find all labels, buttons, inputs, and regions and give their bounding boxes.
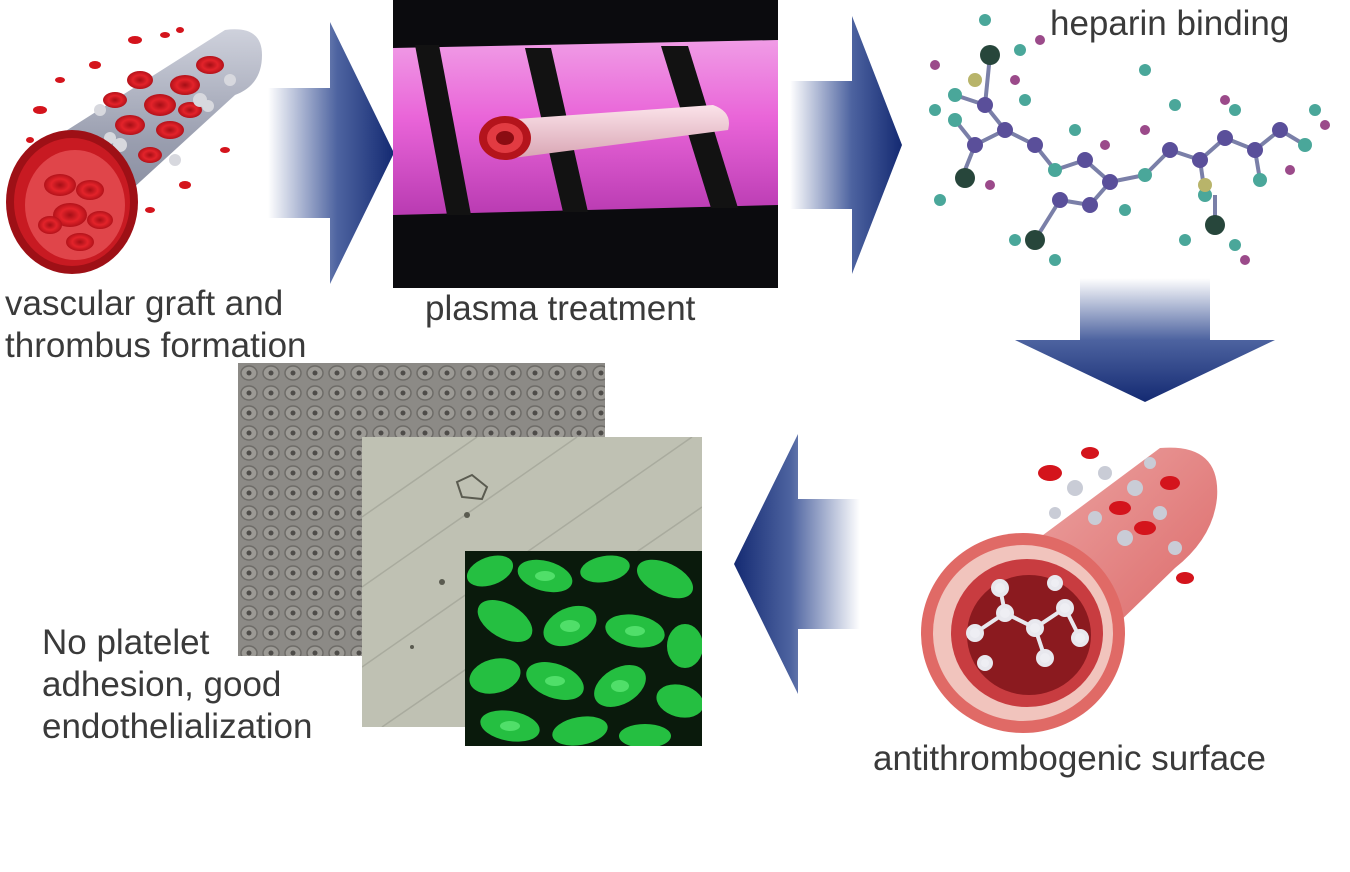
arrow-right-2 bbox=[790, 16, 902, 274]
arrow-left bbox=[734, 434, 860, 694]
arrow-right-1 bbox=[268, 22, 394, 284]
arrow-down bbox=[1015, 278, 1275, 402]
heparin-molecule-image bbox=[915, 10, 1345, 285]
antithrombogenic-surface-label: antithrombogenic surface bbox=[873, 739, 1266, 778]
vascular-graft-label-line1: vascular graft and bbox=[5, 284, 284, 323]
plasma-treatment-image bbox=[393, 0, 778, 288]
heparin-binding-label: heparin binding bbox=[1050, 4, 1290, 43]
result-label-line2: adhesion, good bbox=[42, 665, 282, 704]
endothelial-cells-fluorescence-image bbox=[465, 551, 702, 746]
vascular-graft-label-line2: thrombus formation bbox=[5, 326, 307, 365]
result-label-line3: endothelialization bbox=[42, 707, 313, 746]
plasma-treatment-label: plasma treatment bbox=[425, 289, 696, 328]
antithrombogenic-surface-image bbox=[905, 428, 1221, 742]
result-label-line1: No platelet bbox=[42, 623, 210, 662]
vascular-graft-image bbox=[0, 10, 268, 285]
